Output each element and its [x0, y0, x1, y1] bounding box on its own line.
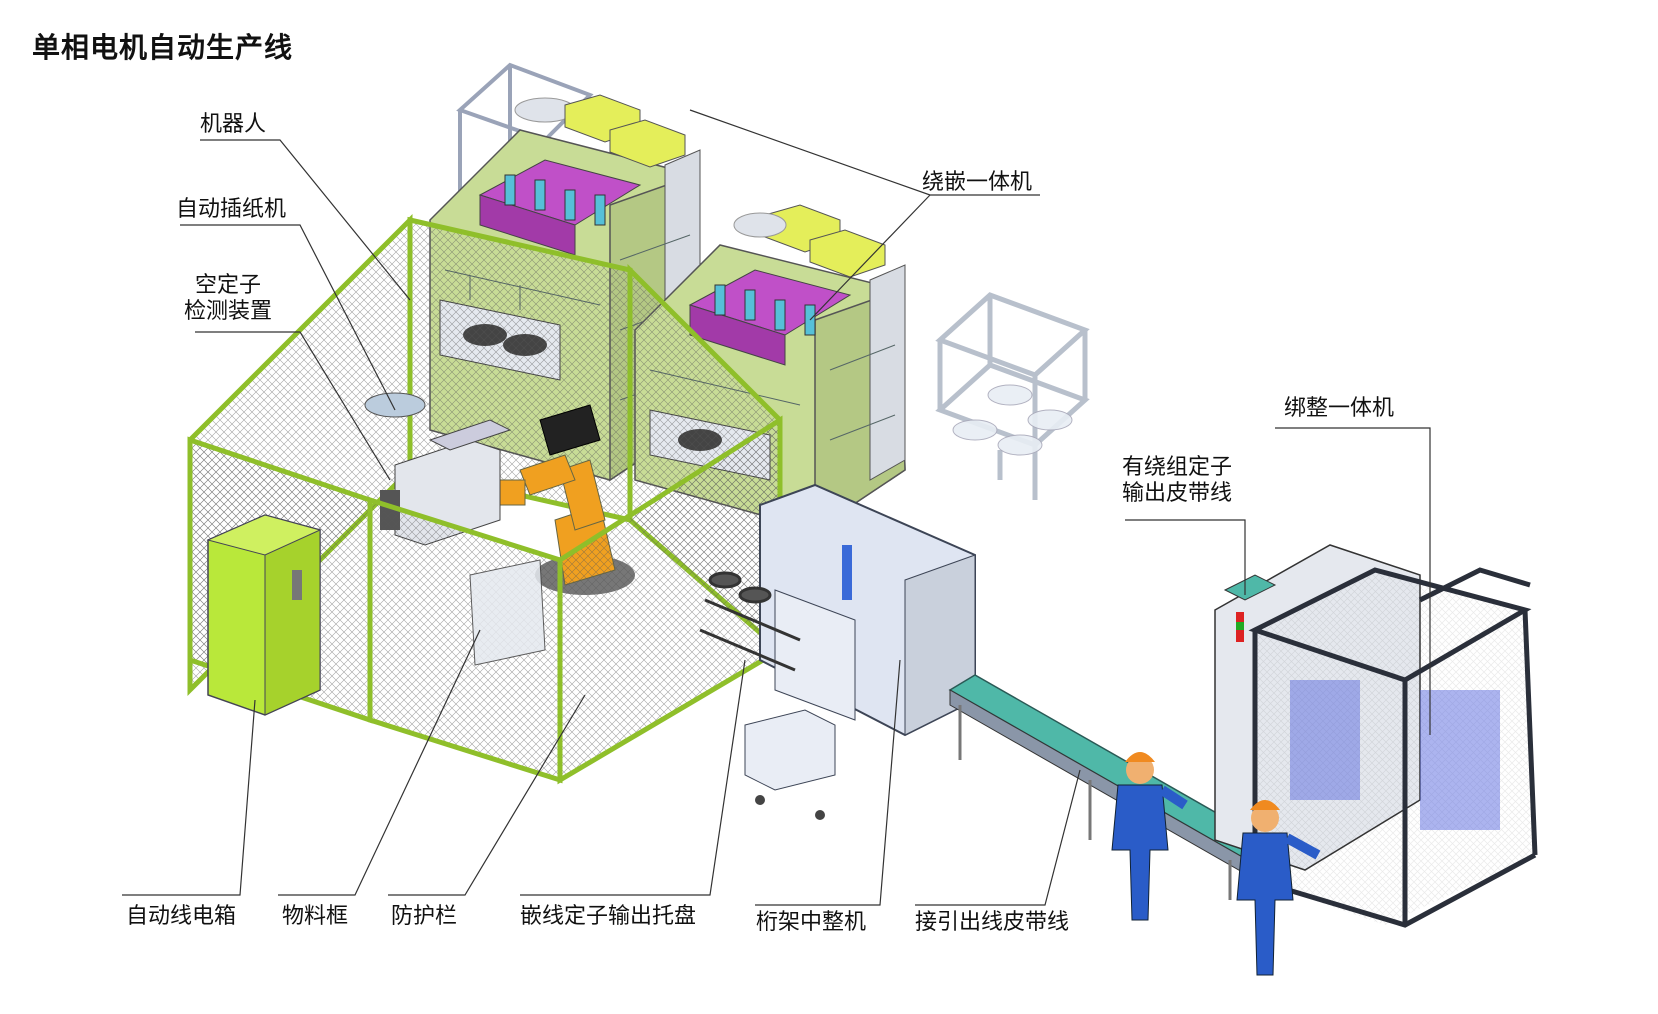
label-wound-stator-belt-line1: 有绕组定子 — [1122, 455, 1233, 480]
gantry-shaper — [744, 483, 976, 820]
label-winding-inserting-machine: 绕嵌一体机 — [922, 170, 1033, 195]
control-box — [206, 514, 322, 716]
label-auto-paper-inserter: 自动插纸机 — [176, 197, 287, 222]
label-guard-fence: 防护栏 — [391, 904, 458, 929]
leader-lines — [122, 109, 1431, 906]
inserted-stator-tray — [699, 571, 801, 672]
label-robot: 机器人 — [200, 112, 267, 137]
label-empty-stator-line1: 空定子 — [195, 273, 262, 298]
binding-shaping-machine — [1214, 544, 1538, 928]
label-inserted-stator-tray: 嵌线定子输出托盘 — [520, 904, 697, 929]
worker-2 — [1236, 800, 1321, 976]
label-lead-out-belt: 接引出线皮带线 — [915, 910, 1070, 935]
label-wound-stator-belt-line2: 输出皮带线 — [1122, 481, 1233, 506]
label-control-box: 自动线电箱 — [126, 904, 237, 929]
label-binding-shaping-machine: 绑整一体机 — [1284, 396, 1395, 421]
label-wound-stator-belt: 有绕组定子 输出皮带线 — [1122, 455, 1232, 507]
label-empty-stator-detector: 空定子 检测装置 — [184, 273, 272, 325]
empty-stator-rack — [935, 292, 1090, 500]
label-material-frame: 物料框 — [282, 904, 349, 929]
label-gantry-shaper: 桁架中整机 — [756, 910, 867, 935]
page-title: 单相电机自动生产线 — [32, 31, 294, 64]
worker-1 — [1111, 752, 1188, 921]
material-frame — [469, 559, 546, 666]
label-empty-stator-line2: 检测装置 — [184, 299, 273, 324]
